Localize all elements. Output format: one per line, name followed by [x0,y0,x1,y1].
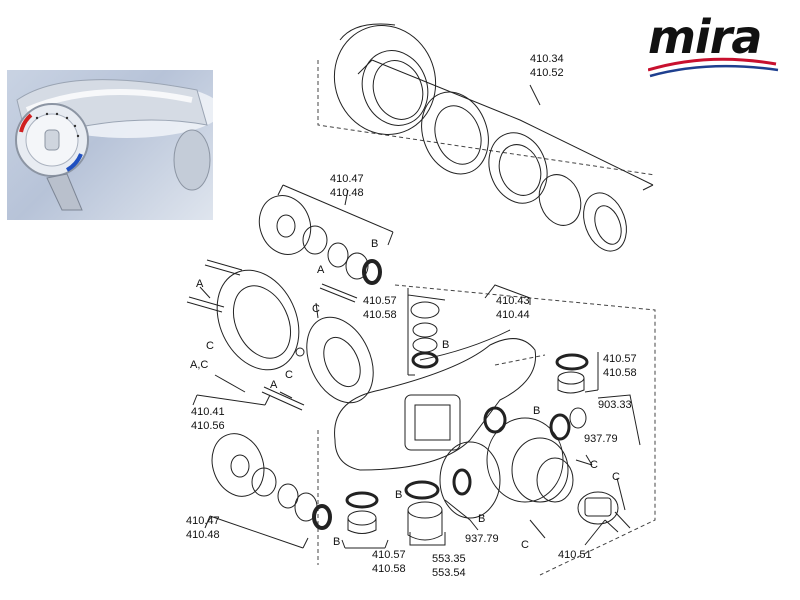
label-nut-lower-1: 553.35 [432,553,466,565]
product-photo [7,70,213,220]
callout-c-2: C [312,303,320,315]
label-ring-right-1: 410.57 [603,353,637,365]
lower-plate [211,433,332,530]
brand-logo-text: mira [648,10,762,64]
upper-seals [410,301,440,369]
label-filter-lower: 937.79 [465,533,499,545]
label-top-cover-1: 410.34 [530,53,564,65]
callout-a-2: A [317,264,325,276]
knob-assembly [529,491,631,539]
callout-c-6: C [521,539,529,551]
label-ring-right-2: 410.58 [603,367,637,379]
callout-b-4: B [333,536,340,548]
label-ring-upper-1: 410.57 [363,295,397,307]
cartridge-assembly [439,353,589,519]
callout-c-4: C [590,459,598,471]
label-filter-right: 937.79 [584,433,618,445]
label-knob: 410.51 [558,549,592,561]
label-upper-plate-2: 410.48 [330,187,364,199]
callout-c-5: C [612,471,620,483]
label-ring-lower-2: 410.58 [372,563,406,575]
label-cartridge: 903.33 [598,399,632,411]
label-upper-plate-1: 410.47 [330,173,364,185]
callout-b-2: B [442,339,449,351]
callout-b-6: B [478,513,485,525]
label-top-cover-2: 410.52 [530,67,564,79]
callout-a-1: A [196,278,204,290]
brand-swoosh-icon [648,57,779,78]
callout-c-1: C [206,340,214,352]
brand-logo: mira [648,12,783,82]
upper-plate [258,195,382,285]
label-lower-plate-2: 410.48 [186,529,220,541]
shower-valve-image [15,79,213,211]
backplate [216,269,374,404]
label-ring-lower-1: 410.57 [372,549,406,561]
callout-a-3: A [270,379,278,391]
label-backplate-1: 410.41 [191,406,225,418]
callout-b-5: B [395,489,402,501]
label-ring-upper-2: 410.58 [363,309,397,321]
label-body-1: 410.43 [496,295,530,307]
lower-seals [345,480,443,541]
label-lower-plate-1: 410.47 [186,515,220,527]
label-body-2: 410.44 [496,309,530,321]
callout-ac: A,C [190,359,208,371]
callout-b-1: B [371,238,378,250]
dashed-guides [317,60,656,576]
callout-b-3: B [533,405,540,417]
leader-lines [192,59,654,549]
valve-body [334,329,537,471]
part-labels: 410.34 410.52 410.47 410.48 410.57 410.5… [186,53,637,579]
label-nut-lower-2: 553.54 [432,567,466,579]
callout-letters: A A A A,C B B B B B B C C C C C C [190,238,620,551]
cover-assembly [333,23,627,252]
label-backplate-2: 410.56 [191,420,225,432]
callout-c-3: C [285,369,293,381]
